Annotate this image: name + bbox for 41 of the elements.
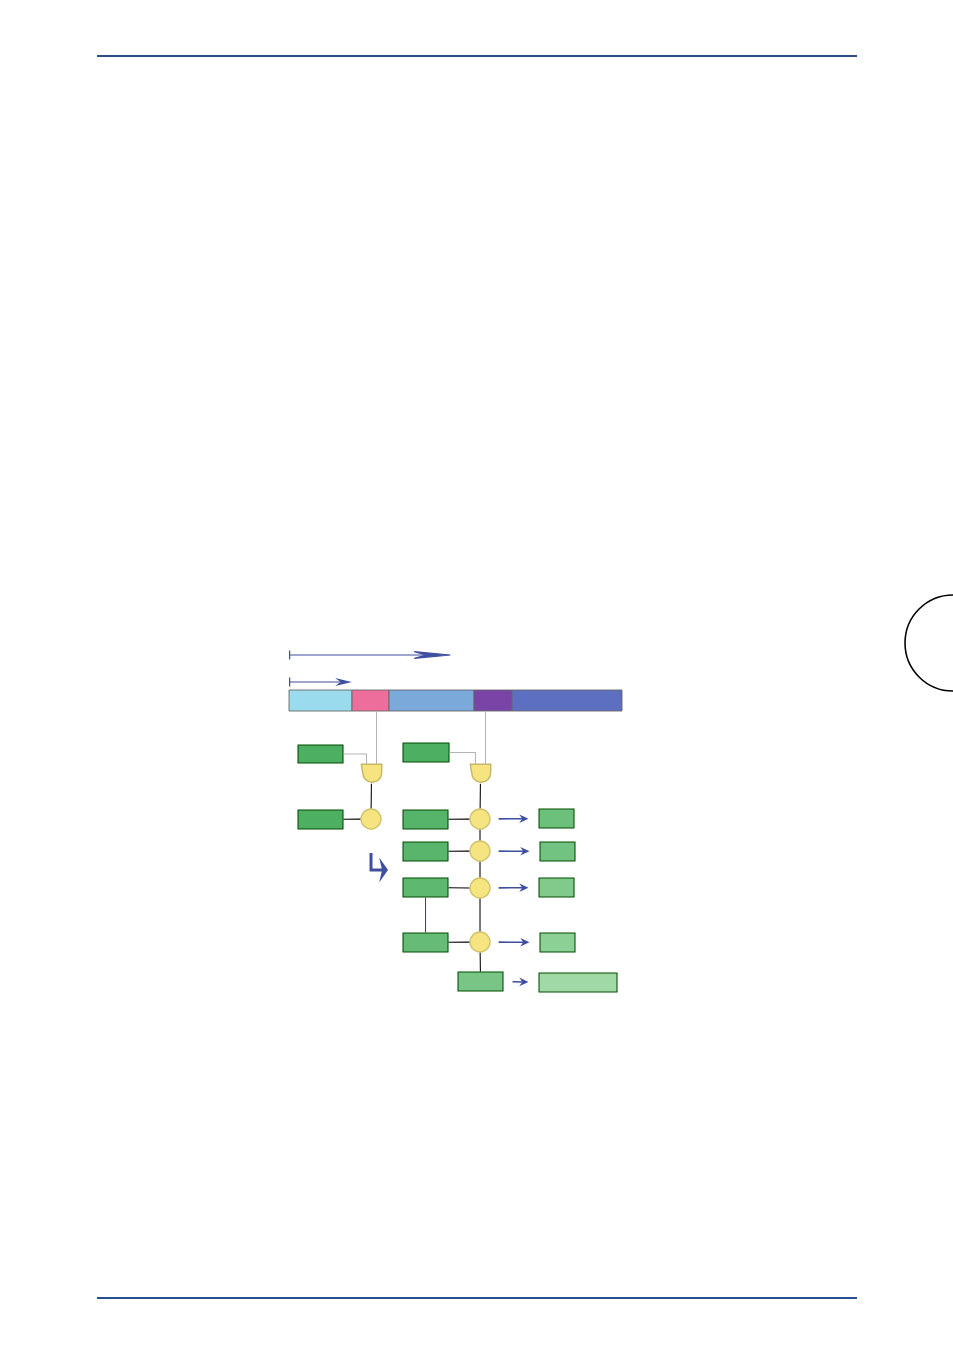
process-box — [538, 972, 618, 993]
connector-line — [485, 710, 487, 765]
connector-line — [479, 861, 481, 878]
connector-line — [479, 898, 481, 932]
connector-line — [376, 710, 378, 765]
gate-symbol — [469, 763, 492, 783]
process-box — [457, 971, 504, 992]
connector-line — [370, 783, 372, 809]
connector-line — [343, 753, 368, 765]
process-box — [538, 808, 575, 829]
bar-segment — [473, 689, 513, 712]
connector-line — [479, 952, 481, 972]
connector-line — [343, 818, 361, 820]
connector-line — [479, 783, 481, 809]
process-box — [402, 877, 449, 898]
process-box — [297, 744, 344, 764]
process-box — [539, 841, 576, 862]
bar-segment — [388, 689, 475, 712]
bar-segment — [288, 689, 353, 712]
bar-segment — [511, 689, 623, 712]
gate-symbol — [360, 763, 383, 783]
process-box — [402, 841, 449, 862]
connector-line — [448, 941, 470, 943]
connector-line — [449, 751, 477, 765]
process-box — [402, 932, 449, 953]
process-box — [539, 932, 576, 953]
process-box — [297, 809, 344, 830]
process-box — [402, 742, 450, 763]
bar-segment — [351, 689, 390, 712]
junction-circle — [469, 931, 491, 953]
junction-circle — [469, 840, 491, 862]
junction-circle — [360, 808, 382, 830]
junction-circle — [469, 808, 491, 830]
connector-line — [425, 897, 427, 933]
junction-circle — [469, 877, 491, 899]
connector-line — [448, 818, 470, 820]
process-box — [402, 809, 449, 830]
process-box — [538, 877, 575, 898]
connector-line — [448, 850, 470, 852]
connector-line — [448, 887, 470, 889]
connector-line — [479, 829, 481, 841]
